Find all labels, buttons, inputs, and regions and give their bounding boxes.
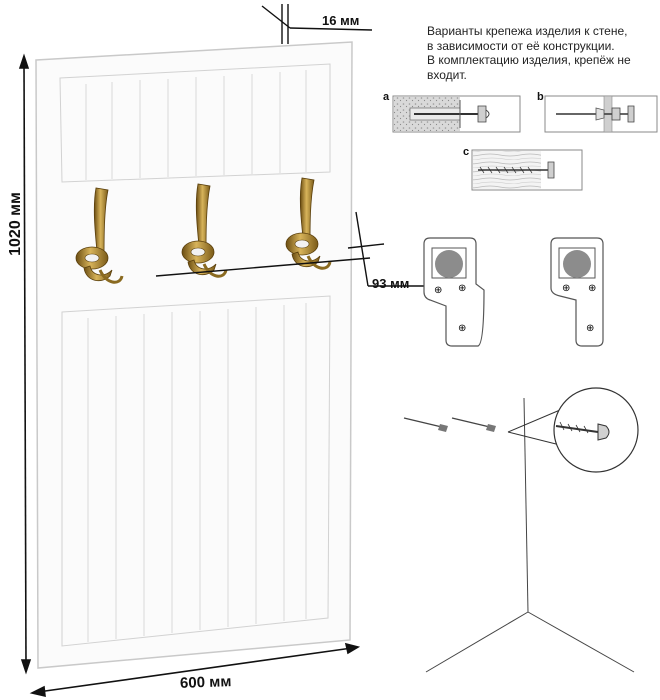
svg-text:⊕: ⊕ [434,285,442,296]
svg-text:⊕: ⊕ [562,283,570,294]
panel-top-grooves [85,70,307,180]
hook-offset-dimension [155,211,430,287]
mount-option-a-label: a [383,91,390,103]
mount-option-a [392,95,521,133]
hook-right [285,177,332,270]
hanger-panel [35,41,353,669]
svg-text:⊕: ⊕ [588,283,596,294]
mounting-bracket-left: ⊕ ⊕ ⊕ [423,237,485,347]
note-line: в зависимости от её конструкции. [427,38,615,53]
wall-corner [425,397,635,673]
height-dimension [18,53,32,675]
hook-middle [181,183,228,278]
screw-icon [451,417,496,432]
depth-dimension-label: 16 мм [322,13,360,28]
svg-text:⊕: ⊕ [458,323,466,334]
note-line: Варианты крепежа изделия к стене, [427,24,628,38]
screw-detail-callout [507,387,639,473]
mounting-note: Варианты крепежа изделия к стене, в зави… [427,24,652,82]
hook-offset-dimension-label: 93 мм [372,276,410,291]
mount-option-b-label: b [537,91,544,103]
svg-text:⊕: ⊕ [458,283,466,294]
svg-text:⊕: ⊕ [586,323,594,334]
mount-option-c-label: c [463,146,470,158]
width-dimension-label: 600 мм [179,673,232,692]
note-line: В комплектацию изделия, крепёж не [427,53,631,67]
mounting-bracket-right: ⊕ ⊕ ⊕ [550,237,604,347]
width-dimension [29,642,361,698]
note-line: входит. [427,67,467,82]
mount-option-b [544,95,658,133]
depth-dimension [261,4,373,44]
screw-icon [403,417,448,432]
mount-option-c [471,149,583,191]
hook-left [75,187,124,284]
panel-bottom-grooves [87,303,307,642]
height-dimension-label: 1020 мм [7,192,24,256]
